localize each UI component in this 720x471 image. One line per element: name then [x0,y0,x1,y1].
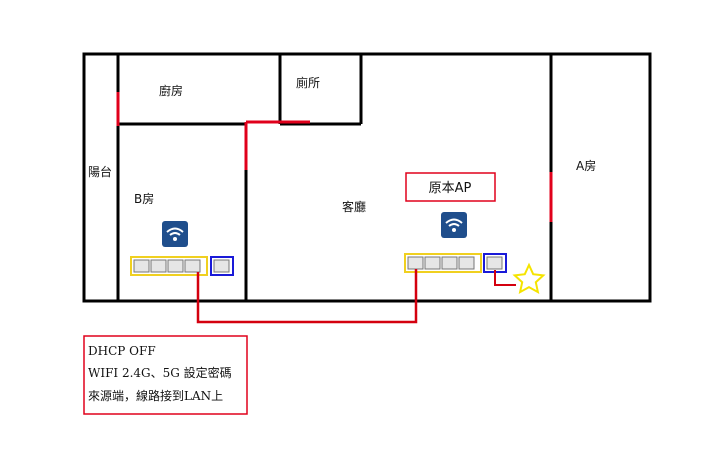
living-lan-ports [404,253,482,273]
note-line-2: WIFI 2.4G、5G 設定密碼 [88,365,232,380]
original-ap-label: 原本AP [429,181,472,196]
room-label-room-b: B房 [134,191,154,206]
room-label-kitchen: 廚房 [159,83,183,98]
room-label-living: 客廳 [342,199,366,214]
living-router [404,253,507,273]
original-ap-box [405,172,496,202]
room-label-room-a: A房 [576,158,596,173]
doors [116,92,553,222]
note-line-3: 來源端，線路接到LAN上 [88,388,223,403]
ethernet-port-icon [441,256,458,270]
ethernet-port-icon [407,256,424,270]
note-line-1: DHCP OFF [88,344,156,358]
source-cable [494,270,516,286]
room-label-toilet: 廁所 [296,75,320,90]
ethernet-port-icon [213,259,230,273]
ethernet-port-icon [424,256,441,270]
ethernet-port-icon [150,259,167,273]
ethernet-port-icon [184,259,201,273]
interior-walls [116,54,553,301]
room-b-wan-port [210,256,234,276]
room-label-balcony: 陽台 [88,164,112,179]
star-icon [512,262,546,295]
ethernet-port-icon [458,256,475,270]
room-b-router [130,256,234,276]
ethernet-port-icon [167,259,184,273]
note-box [83,335,248,415]
room-b-lan-ports [130,256,208,276]
wifi-icon [162,221,188,247]
wifi-icon [441,212,467,238]
lan-cable [196,269,418,324]
ethernet-port-icon [133,259,150,273]
outer-wall [82,52,652,303]
ethernet-port-icon [486,256,503,270]
